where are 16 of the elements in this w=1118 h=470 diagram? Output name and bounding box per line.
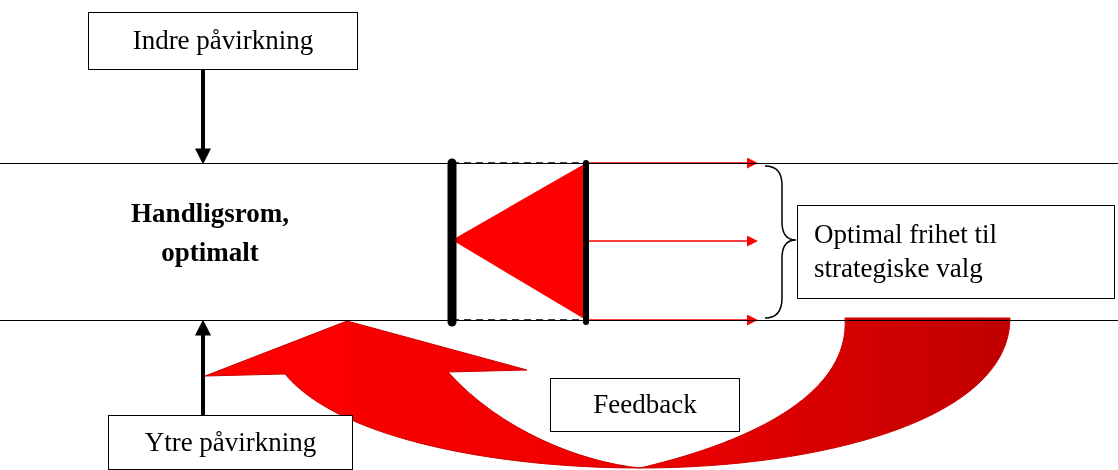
influence-box [88,12,358,70]
arrow [587,157,758,169]
box-label: Feedback [593,388,697,422]
arrow [195,319,211,415]
arrow [587,314,758,326]
box-label: Indre påvirkning [132,24,314,58]
box-label: Optimal frihet til strategiske valg [814,217,998,285]
arrow [587,235,758,247]
influence-box [108,415,353,470]
curved-arrow [204,317,1011,469]
arrow [195,70,211,165]
feedback-box [550,378,740,432]
band [0,163,1118,321]
text-box [797,204,1115,299]
band-label: Handligsrom, optimalt [130,197,290,270]
box-label: Ytre påvirkning [144,425,317,459]
